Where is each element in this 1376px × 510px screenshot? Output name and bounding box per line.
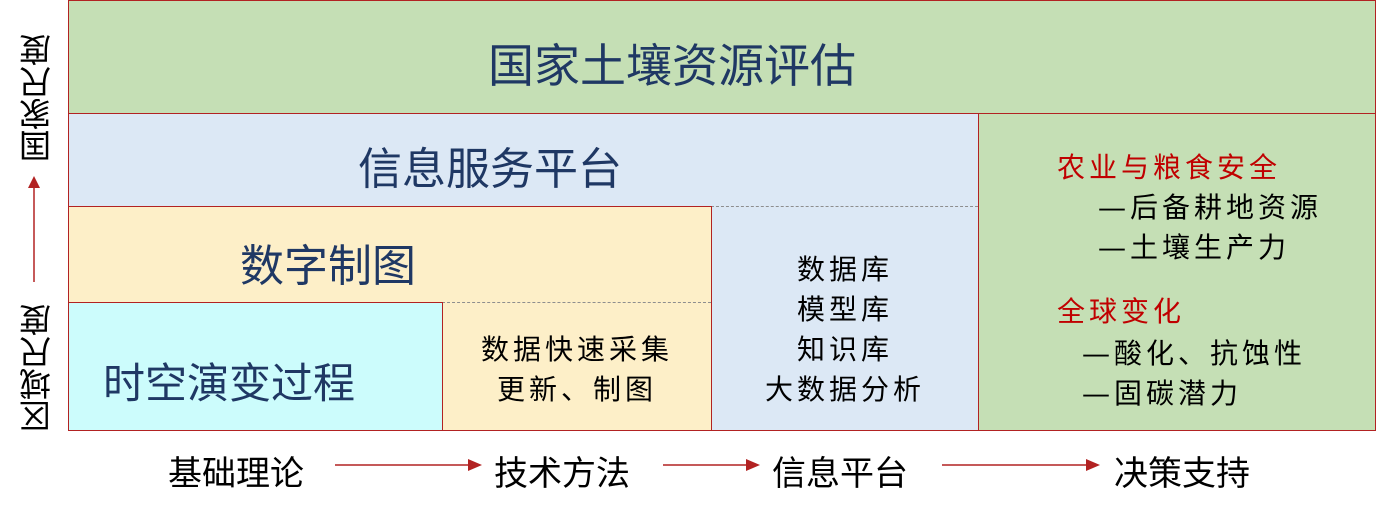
databases-list: 数据库 模型库 知识库 大数据分析	[712, 250, 978, 410]
database-item: 知识库	[796, 333, 893, 366]
data-collection-line: 更新、制图	[496, 373, 657, 406]
x-axis-label-methods: 技术方法	[494, 454, 630, 494]
national-assessment-band	[68, 0, 1376, 114]
y-axis-bottom-label: 区域尺度	[18, 304, 56, 432]
data-collection-text: 数据快速采集 更新、制图	[446, 330, 708, 410]
info-service-platform-title: 信息服务平台	[358, 144, 622, 195]
data-collection-line: 数据快速采集	[480, 333, 673, 366]
x-arrow-1	[335, 459, 482, 471]
digital-mapping-divider	[442, 302, 711, 303]
x-axis-arrows	[335, 459, 1100, 471]
global-change-heading: 全球变化	[1057, 295, 1186, 328]
decision-support-panel	[978, 113, 1376, 431]
digital-mapping-title: 数字制图	[240, 241, 416, 292]
x-axis-label-platform: 信息平台	[772, 454, 908, 494]
agriculture-heading: 农业与粮食安全	[1057, 151, 1282, 184]
spatiotemporal-process-panel	[68, 302, 443, 431]
y-axis-top-label: 国家尺度	[18, 34, 56, 162]
database-item: 数据库	[796, 253, 893, 286]
national-assessment-title: 国家土壤资源评估	[488, 39, 856, 93]
x-arrow-3	[942, 459, 1100, 471]
spatiotemporal-process-title: 时空演变过程	[103, 359, 356, 408]
database-item: 大数据分析	[764, 373, 925, 406]
global-change-item: —固碳潜力	[1082, 377, 1243, 410]
x-axis-label-decision: 决策支持	[1114, 454, 1250, 494]
y-axis-arrow	[28, 176, 40, 282]
global-change-item: —酸化、抗蚀性	[1082, 337, 1307, 370]
agriculture-item: —后备耕地资源	[1098, 191, 1323, 224]
database-item: 模型库	[796, 293, 893, 326]
x-axis-label-theory: 基础理论	[168, 454, 304, 494]
info-platform-divider	[711, 206, 978, 207]
x-arrow-2	[663, 459, 760, 471]
agriculture-item: —土壤生产力	[1098, 231, 1291, 264]
